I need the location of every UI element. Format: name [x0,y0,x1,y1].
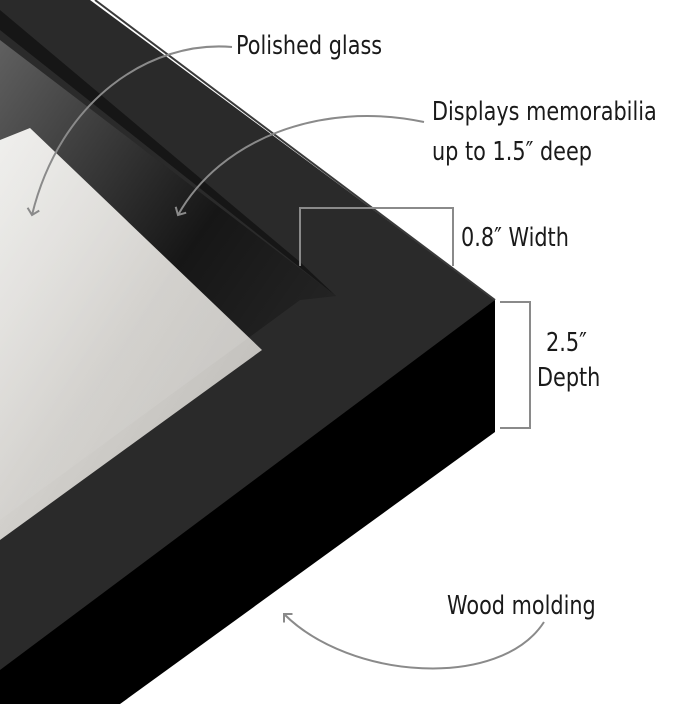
frame-depth-side [0,300,495,704]
polished-glass-arrow [26,45,233,217]
frame-edge-highlight [94,0,496,301]
wood-molding-label: Wood molding [447,591,596,621]
polished-glass-label: Polished glass [236,31,383,61]
depth-bracket [500,301,531,429]
displays-label-line2: up to 1.5″ deep [432,137,592,167]
depth-value-label: 2.5″ [546,328,587,358]
displays-label-line1: Displays memorabilia [432,97,657,127]
width-bracket [299,207,454,266]
wood-molding-arrow [282,612,545,670]
width-label: 0.8″ Width [461,223,569,253]
top-inner-wall-face [0,10,336,296]
glass-sheen [0,40,336,520]
displays-arrow [174,115,425,217]
depth-text-label: Depth [537,363,601,393]
